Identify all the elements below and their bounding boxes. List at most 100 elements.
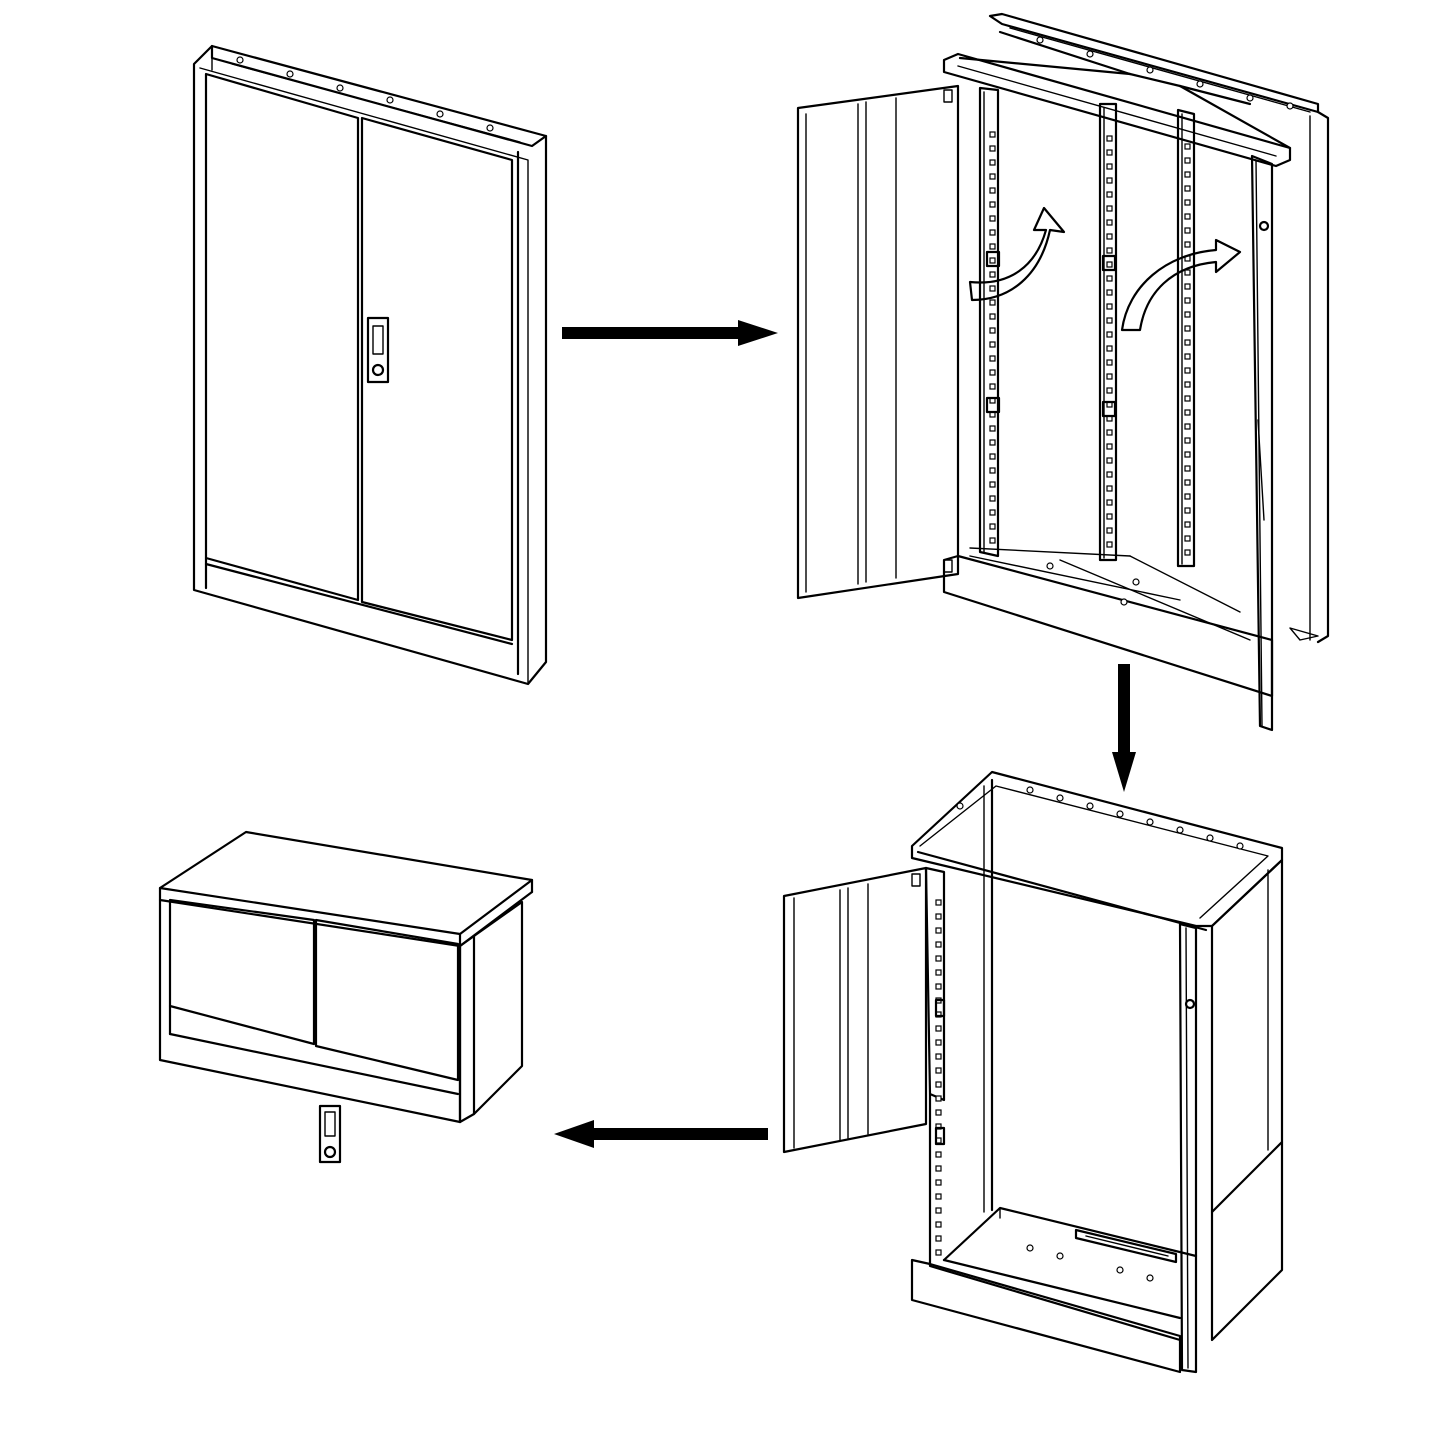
slot-hole <box>935 969 942 976</box>
step-3-bottom-rail <box>1074 1228 1178 1264</box>
slot-hole <box>1184 227 1191 234</box>
slot-hole <box>1106 149 1113 156</box>
slot-hole <box>935 1095 942 1102</box>
slot-hole <box>1106 163 1113 170</box>
step-1-right-door <box>360 116 514 642</box>
slot-hole <box>1106 513 1113 520</box>
slot-hole <box>935 1165 942 1172</box>
slot-hole <box>935 1179 942 1186</box>
slot-hole <box>1106 135 1113 142</box>
slot-hole <box>1106 373 1113 380</box>
step-3-folding-right-door <box>1178 922 1198 1374</box>
slot-hole <box>989 439 996 446</box>
slot-hole <box>1184 479 1191 486</box>
step-2-upright-middle <box>1098 102 1118 562</box>
slot-hole <box>1184 157 1191 164</box>
arrow-right <box>562 320 778 346</box>
step-4-door-handle <box>318 1104 342 1164</box>
slot-hole <box>1184 171 1191 178</box>
slot-hole <box>1106 219 1113 226</box>
step-4-assembled-cabinet <box>158 830 534 1164</box>
slot-hole <box>935 1053 942 1060</box>
slot-hole <box>1184 549 1191 556</box>
step-2-rotate-arrow-left <box>968 206 1066 302</box>
slot-hole <box>1106 471 1113 478</box>
slot-hole <box>1106 457 1113 464</box>
step-3-open-frame <box>782 770 1284 1374</box>
step-2-upright-left <box>978 86 1000 558</box>
step-4-right-door <box>314 918 460 1082</box>
slot-hole <box>1184 381 1191 388</box>
slot-hole <box>1184 199 1191 206</box>
slot-hole <box>1184 395 1191 402</box>
slot-hole <box>1106 261 1113 268</box>
slot-hole <box>1184 535 1191 542</box>
slot-hole <box>935 1025 942 1032</box>
slot-hole <box>935 1151 942 1158</box>
slot-hole <box>935 1039 942 1046</box>
step-4-top <box>158 830 534 936</box>
slot-hole <box>1184 521 1191 528</box>
slot-hole <box>989 229 996 236</box>
slot-hole <box>935 899 942 906</box>
slot-hole <box>989 453 996 460</box>
slot-hole <box>935 955 942 962</box>
step-2-unfolding-cabinet <box>796 12 1330 732</box>
slot-hole <box>989 327 996 334</box>
slot-hole <box>935 1067 942 1074</box>
slot-hole <box>935 927 942 934</box>
step-3-slot-holes <box>935 899 942 1256</box>
slot-hole <box>1184 297 1191 304</box>
slot-hole <box>1106 275 1113 282</box>
slot-hole <box>1106 205 1113 212</box>
step-1-left-door <box>204 72 360 602</box>
slot-hole <box>1106 499 1113 506</box>
slot-hole <box>1106 387 1113 394</box>
slot-hole <box>935 1235 942 1242</box>
slot-hole <box>1184 465 1191 472</box>
slot-hole <box>1184 423 1191 430</box>
slot-hole <box>935 1207 942 1214</box>
slot-hole <box>989 131 996 138</box>
slot-hole <box>1106 541 1113 548</box>
step-3-top-holes <box>956 786 1244 850</box>
step-2-slot-holes <box>989 131 1191 556</box>
slot-hole <box>989 509 996 516</box>
slot-hole <box>989 523 996 530</box>
slot-hole <box>935 913 942 920</box>
slot-hole <box>989 285 996 292</box>
step-2-folding-right-door <box>1250 154 1274 732</box>
slot-hole <box>935 1193 942 1200</box>
slot-hole <box>989 537 996 544</box>
slot-hole <box>1184 451 1191 458</box>
slot-hole <box>989 369 996 376</box>
slot-hole <box>1106 527 1113 534</box>
slot-hole <box>935 1249 942 1256</box>
slot-hole <box>1184 353 1191 360</box>
slot-hole <box>1184 185 1191 192</box>
slot-hole <box>1106 359 1113 366</box>
slot-hole <box>989 299 996 306</box>
slot-hole <box>1106 345 1113 352</box>
step-2-rotate-arrow-right <box>1120 238 1242 332</box>
step-2-top-holes <box>1036 36 1294 110</box>
slot-hole <box>989 425 996 432</box>
slot-hole <box>989 313 996 320</box>
slot-hole <box>989 243 996 250</box>
slot-hole <box>989 187 996 194</box>
slot-hole <box>989 159 996 166</box>
slot-hole <box>989 467 996 474</box>
slot-hole <box>1106 233 1113 240</box>
slot-hole <box>1106 331 1113 338</box>
slot-hole <box>989 257 996 264</box>
slot-hole <box>1106 247 1113 254</box>
slot-hole <box>1106 485 1113 492</box>
slot-hole <box>1184 269 1191 276</box>
slot-hole <box>1184 213 1191 220</box>
slot-hole <box>1184 311 1191 318</box>
slot-hole <box>1184 409 1191 416</box>
slot-hole <box>989 495 996 502</box>
slot-hole <box>1106 177 1113 184</box>
slot-hole <box>1184 493 1191 500</box>
